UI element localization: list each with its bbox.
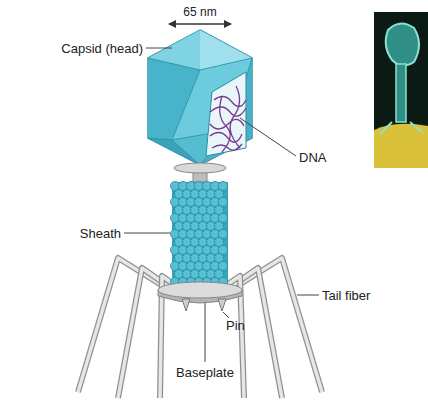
baseplate-top	[158, 282, 242, 298]
collar	[174, 163, 226, 173]
leader-lines	[124, 48, 319, 362]
baseplate	[158, 282, 242, 311]
leader-line	[240, 118, 296, 156]
sheath-core	[172, 182, 228, 286]
part-label: Baseplate	[176, 365, 234, 380]
part-label: Capsid (head)	[61, 41, 143, 56]
part-label: DNA	[299, 150, 326, 165]
pin	[182, 299, 190, 311]
micrograph-tail	[396, 64, 406, 122]
pin	[218, 299, 226, 311]
dna-window	[206, 72, 246, 156]
tail-fibers	[78, 258, 322, 398]
leader-line	[124, 233, 170, 234]
micrograph-head	[386, 23, 419, 65]
micrograph	[374, 12, 428, 168]
part-label: Sheath	[80, 226, 121, 241]
micrograph-ground	[374, 12, 428, 168]
dimension-arrow	[169, 23, 231, 25]
capsid-edges	[148, 58, 252, 165]
sheath	[170, 181, 228, 286]
leader-line	[223, 312, 229, 318]
leader-line	[297, 295, 319, 296]
capsid	[148, 30, 252, 165]
part-label: Tail fiber	[322, 288, 370, 303]
part-label: Pin	[226, 318, 245, 333]
leader-line	[146, 48, 172, 49]
capsid-face	[200, 58, 252, 165]
micrograph-fibers	[380, 122, 422, 134]
leader-line	[205, 303, 206, 362]
dimension-label: 65 nm	[183, 5, 216, 20]
capsid-outline	[148, 30, 252, 165]
